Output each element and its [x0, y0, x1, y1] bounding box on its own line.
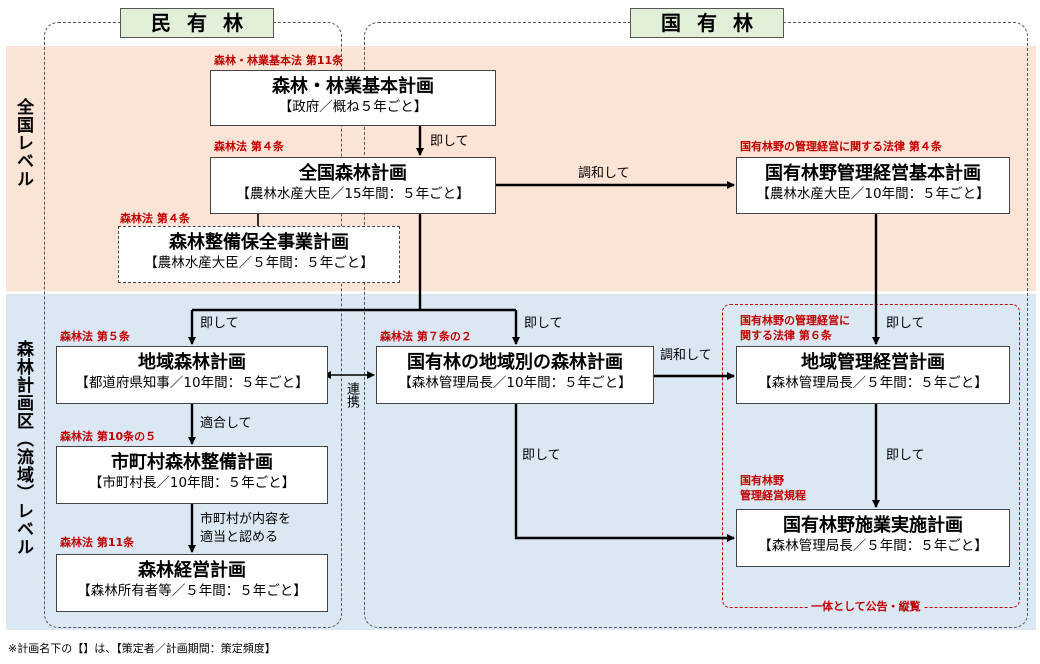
plan-box-seibi: 森林整備保全事業計画 【農林水産大臣／５年間：５年ごと】: [118, 226, 400, 283]
edge-label-chiiki: 即して: [200, 316, 239, 331]
law-chiiki-kanri-line1: 国有林野の管理経営に: [740, 314, 850, 327]
edge-label-shigyo-right: 即して: [886, 448, 925, 463]
level-label-regional: 森林計画区（流域）レベル: [13, 340, 33, 556]
law-kihon: 森林・林業基本法 第11条: [214, 54, 344, 67]
footnote: ※計画名下の【】は、【策定者／計画期間：策定頻度】: [8, 642, 276, 655]
plan-box-shichoson: 市町村森林整備計画 【市町村長／10年間：５年ごと】: [56, 446, 328, 504]
plan-title-shichoson: 市町村森林整備計画: [111, 452, 273, 473]
edge-label-kokuyu-chiiki: 即して: [524, 316, 563, 331]
law-zenkoku: 森林法 第４条: [214, 140, 284, 153]
law-shigyo-line1: 国有林野: [740, 474, 784, 487]
edge-label-chowa-1: 調和して: [578, 166, 630, 181]
plan-box-chiiki: 地域森林計画 【都道府県知事／10年間：５年ごと】: [56, 346, 328, 404]
plan-box-kihon: 森林・林業基本計画 【政府／概ね５年ごと】: [210, 70, 496, 126]
plan-box-shigyo: 国有林野施業実施計画 【森林管理局長／５年間：５年ごと】: [736, 509, 1010, 567]
plan-title-kokuyu-kihon: 国有林野管理経営基本計画: [765, 163, 981, 184]
law-chiiki-kanri-line2: 関する法律 第６条: [740, 329, 832, 342]
law-keiei: 森林法 第11条: [60, 536, 135, 549]
plan-sub-shichoson: 【市町村長／10年間：５年ごと】: [88, 475, 296, 491]
edge-label-nintei-line2: 適当と認める: [200, 530, 279, 545]
edge-label-chiiki-kanri: 即して: [886, 316, 925, 331]
plan-box-chiiki-kanri: 地域管理経営計画 【森林管理局長／５年間：５年ごと】: [736, 346, 1010, 404]
plan-box-kokuyu-kihon: 国有林野管理経営基本計画 【農林水産大臣／10年間：５年ごと】: [736, 157, 1010, 214]
plan-sub-shigyo: 【森林管理局長／５年間：５年ごと】: [758, 538, 988, 554]
plan-sub-kokuyu-kihon: 【農林水産大臣／10年間：５年ごと】: [756, 186, 990, 202]
edge-label-renkei: 連携: [344, 382, 359, 408]
law-seibi: 森林法 第４条: [120, 212, 190, 225]
law-kokuyu-chiiki: 森林法 第７条の２: [380, 330, 472, 343]
plan-title-keiei: 森林経営計画: [138, 560, 246, 581]
edge-label-kihon-zenkoku: 即して: [430, 134, 469, 149]
plan-sub-keiei: 【森林所有者等／５年間：５年ごと】: [77, 583, 307, 599]
plan-box-kokuyu-chiiki: 国有林の地域別の森林計画 【森林管理局長／10年間：５年ごと】: [376, 346, 654, 404]
plan-title-kihon: 森林・林業基本計画: [272, 76, 434, 97]
plan-sub-chiiki: 【都道府県知事／10年間：５年ごと】: [75, 375, 309, 391]
edge-label-chowa-2: 調和して: [660, 348, 712, 363]
plan-title-kokuyu-chiiki: 国有林の地域別の森林計画: [407, 352, 623, 373]
plan-box-keiei: 森林経営計画 【森林所有者等／５年間：５年ごと】: [56, 554, 328, 612]
plan-sub-kokuyu-chiiki: 【森林管理局長／10年間：５年ごと】: [398, 375, 632, 391]
plan-title-chiiki-kanri: 地域管理経営計画: [801, 352, 945, 373]
plan-sub-kihon: 【政府／概ね５年ごと】: [278, 99, 428, 115]
header-national-forest: 国有林: [630, 8, 784, 38]
edge-label-shigyo-left: 即して: [522, 448, 561, 463]
level-label-national: 全国レベル: [13, 98, 33, 188]
plan-sub-zenkoku: 【農林水産大臣／15年間：５年ごと】: [236, 186, 470, 202]
plan-box-zenkoku: 全国森林計画 【農林水産大臣／15年間：５年ごと】: [210, 157, 496, 214]
edge-label-tekigo: 適合して: [200, 416, 252, 431]
law-shichoson: 森林法 第10条の５: [60, 430, 157, 443]
plan-title-shigyo: 国有林野施業実施計画: [783, 515, 963, 536]
law-chiiki: 森林法 第５条: [60, 330, 130, 343]
law-shigyo-line2: 管理経営規程: [740, 489, 806, 502]
edge-kokuyu-chiiki-shigyo: [514, 404, 735, 542]
publication-group-caption: 一体として公告・縦覧: [808, 598, 924, 614]
plan-title-seibi: 森林整備保全事業計画: [169, 232, 349, 253]
law-kokuyu-kihon: 国有林野の管理経営に関する法律 第４条: [740, 140, 942, 153]
plan-title-chiiki: 地域森林計画: [138, 352, 246, 373]
plan-sub-chiiki-kanri: 【森林管理局長／５年間：５年ごと】: [758, 375, 988, 391]
plan-sub-seibi: 【農林水産大臣／５年間：５年ごと】: [144, 255, 374, 271]
plan-title-zenkoku: 全国森林計画: [299, 163, 407, 184]
header-private-forest: 民有林: [120, 8, 274, 38]
edge-label-nintei-line1: 市町村が内容を: [200, 512, 292, 527]
